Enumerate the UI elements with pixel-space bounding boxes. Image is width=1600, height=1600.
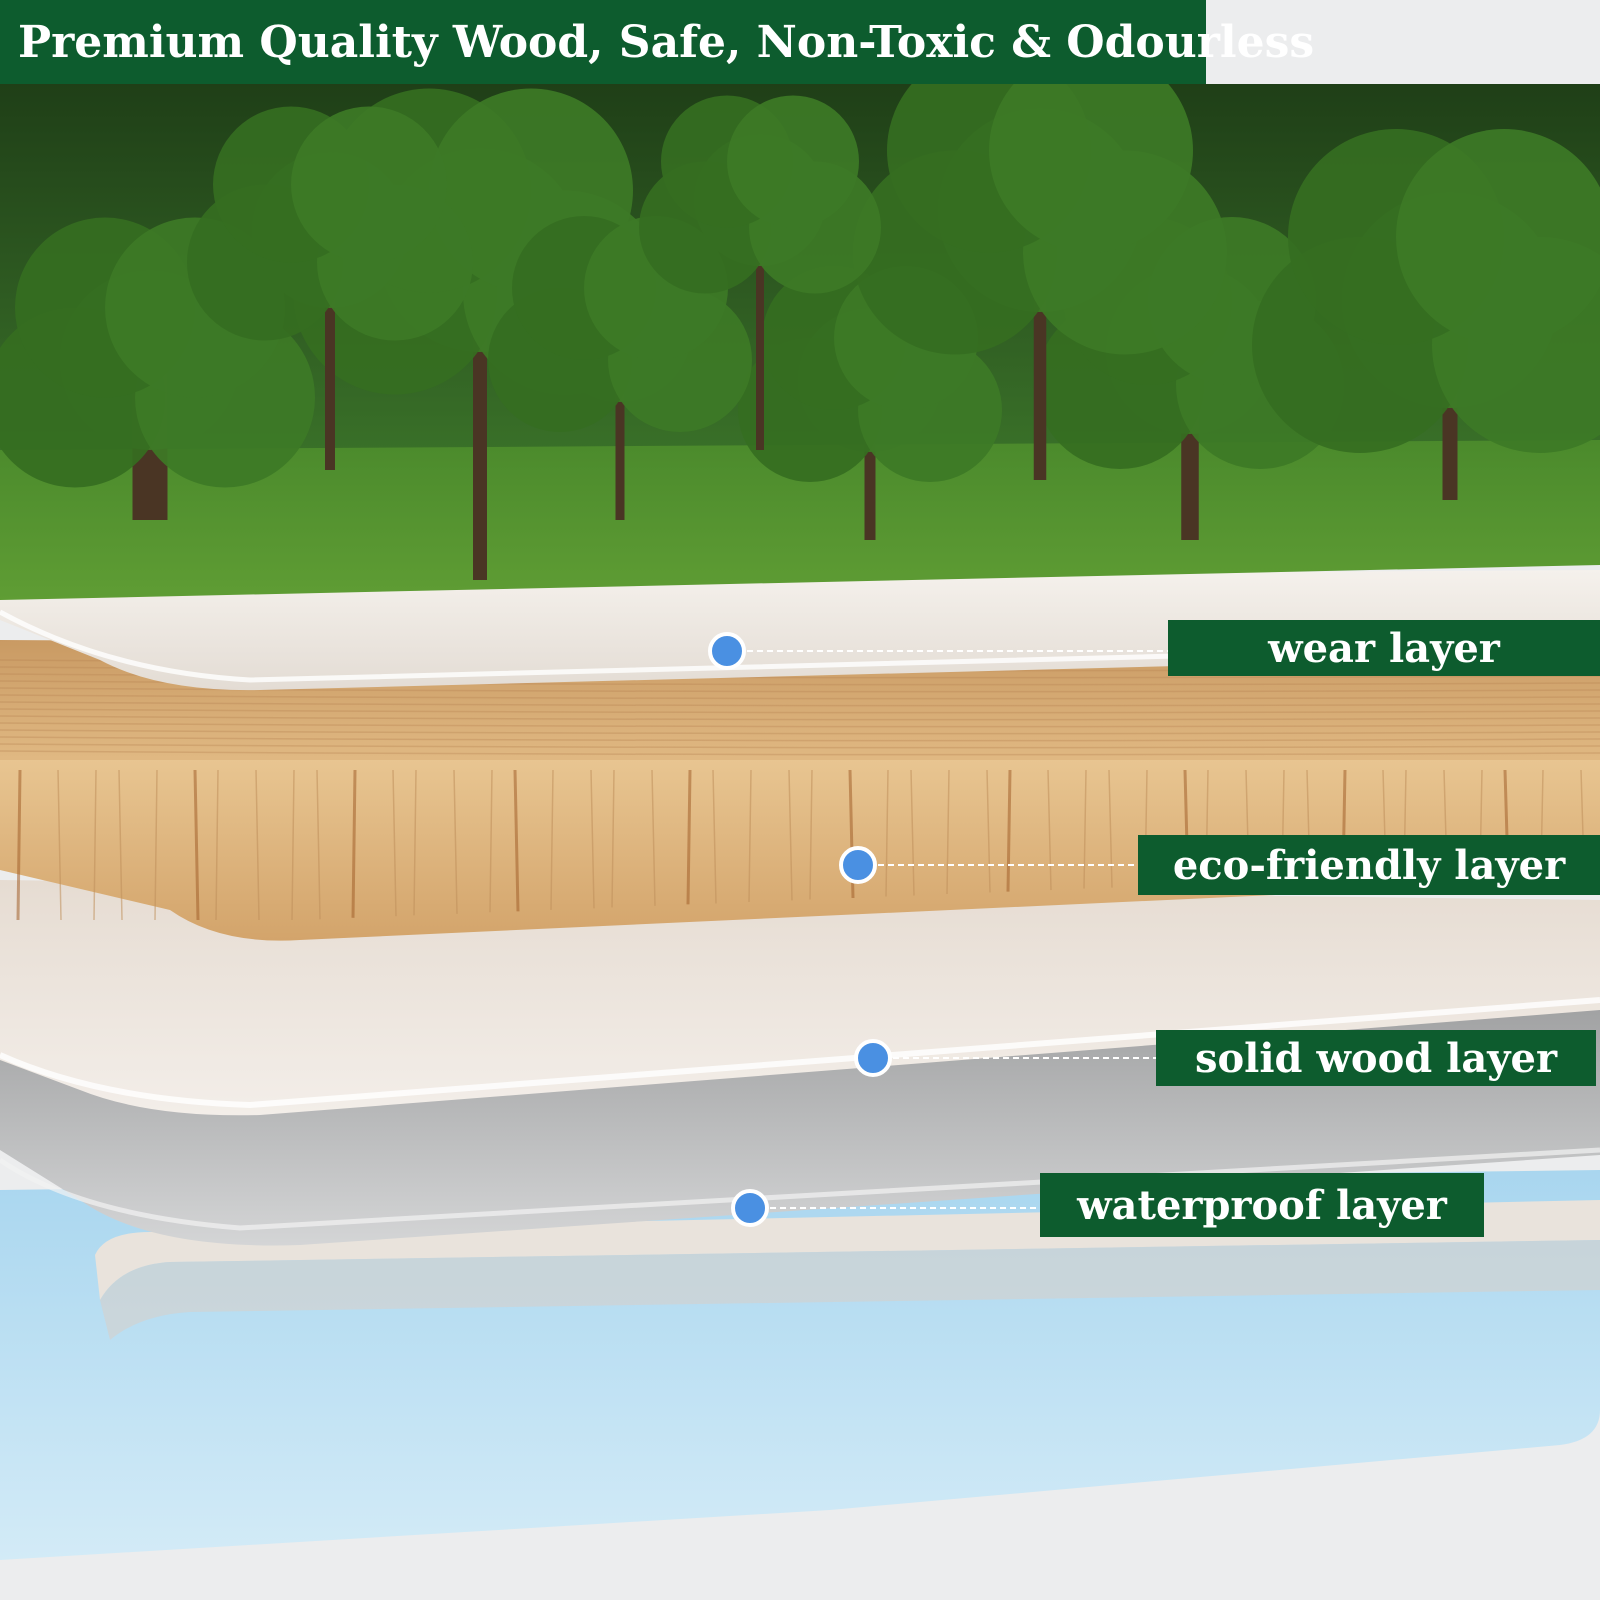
eco-friendly-layer-marker bbox=[839, 846, 877, 884]
eco-friendly-layer-label: eco-friendly layer bbox=[1138, 835, 1600, 895]
solid-wood-layer-label: solid wood layer bbox=[1156, 1030, 1596, 1086]
waterproof-layer-label: waterproof layer bbox=[1040, 1173, 1484, 1237]
wear-layer-label: wear layer bbox=[1168, 620, 1600, 676]
forest-scene bbox=[0, 48, 1600, 600]
title-banner: Premium Quality Wood, Safe, Non-Toxic & … bbox=[0, 0, 1314, 84]
layer-connectors bbox=[708, 632, 1168, 1227]
solid-wood-layer bbox=[0, 880, 1600, 1116]
solid-wood-layer-marker bbox=[854, 1039, 892, 1077]
waterproof-layer-marker bbox=[731, 1189, 769, 1227]
wear-layer-marker bbox=[708, 632, 746, 670]
